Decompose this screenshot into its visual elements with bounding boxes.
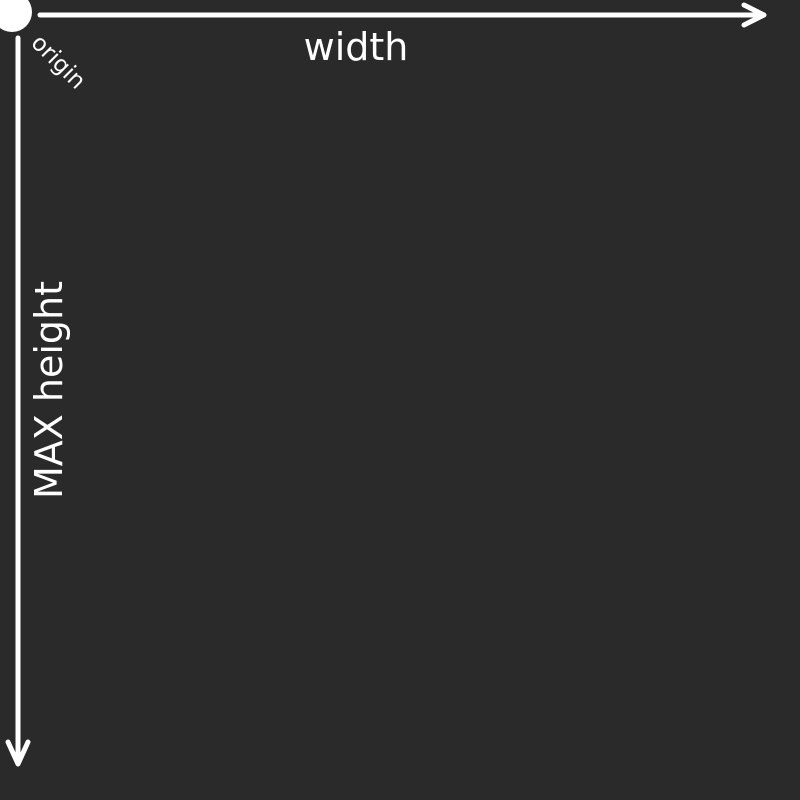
- height-arrow-head: [5, 739, 31, 767]
- width-label: width: [304, 25, 409, 69]
- width-arrow-head: [741, 2, 767, 28]
- height-label: MAX height: [27, 281, 71, 499]
- width-arrow: [37, 2, 767, 28]
- origin-dot: [0, 0, 32, 32]
- height-arrow: [5, 35, 31, 767]
- origin-label: origin: [26, 30, 91, 95]
